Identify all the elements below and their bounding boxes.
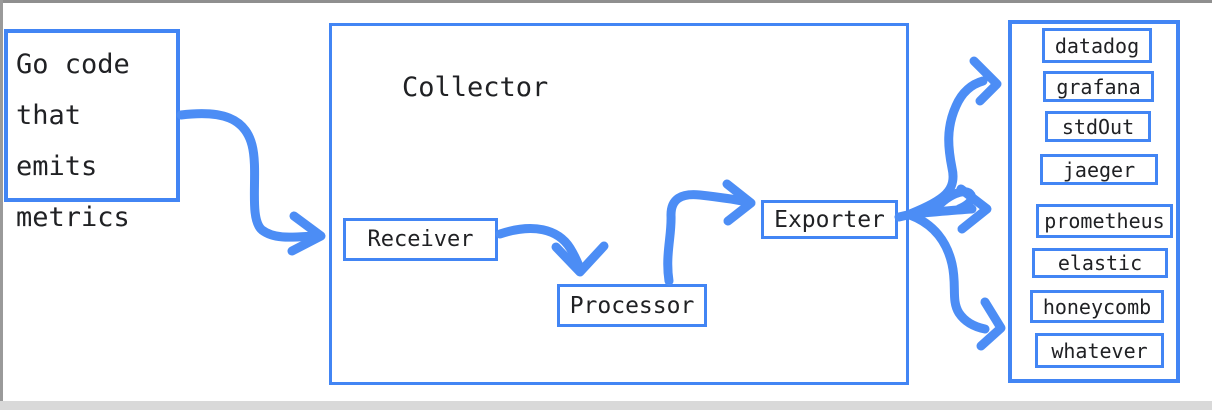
arrow-exporter-fan-up bbox=[905, 56, 1002, 219]
arrow-source-to-receiver bbox=[176, 109, 326, 256]
processor-box: Processor bbox=[557, 284, 707, 327]
destination-box-honeycomb: honeycomb bbox=[1030, 290, 1164, 323]
destination-box-datadog: datadog bbox=[1042, 28, 1152, 63]
destination-box-whatever: whatever bbox=[1035, 333, 1164, 368]
destination-box-prometheus: prometheus bbox=[1036, 204, 1173, 238]
receiver-box: Receiver bbox=[343, 218, 498, 261]
window-bottom-bar bbox=[0, 401, 1212, 410]
destinations-panel bbox=[1008, 20, 1180, 383]
destination-box-jaeger: jaeger bbox=[1040, 154, 1158, 185]
collector-title: Collector bbox=[402, 72, 549, 103]
destination-box-grafana: grafana bbox=[1043, 71, 1154, 102]
arrow-exporter-fan-middle bbox=[894, 184, 992, 234]
source-code-box: Go code that emits metrics bbox=[4, 29, 180, 233]
destination-box-elastic: elastic bbox=[1032, 248, 1168, 278]
source-line-2: that emits bbox=[16, 100, 98, 182]
source-line-1: Go code bbox=[16, 49, 130, 80]
window-top-border bbox=[0, 0, 1212, 3]
arrow-exporter-fan-down bbox=[905, 210, 1006, 351]
window-left-border bbox=[0, 0, 3, 410]
destination-box-stdout: stdOut bbox=[1045, 111, 1151, 142]
source-line-3: metrics bbox=[16, 202, 130, 233]
exporter-box: Exporter bbox=[761, 200, 898, 239]
